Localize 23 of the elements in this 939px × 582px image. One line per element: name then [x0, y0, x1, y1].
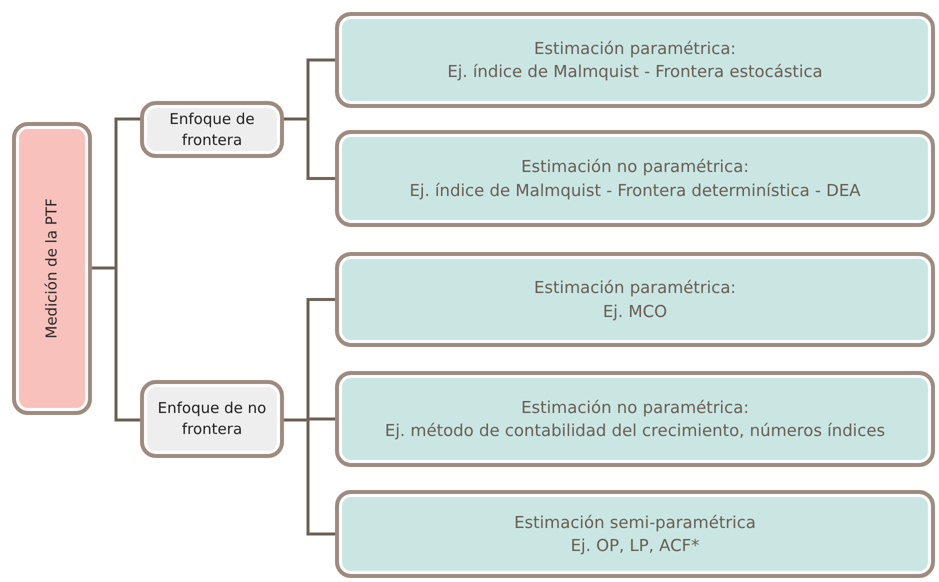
method-box: [335, 130, 935, 227]
method-box: [335, 252, 935, 347]
box-heading: Enfoque de frontera: [168, 108, 256, 150]
box-text: Ej. OP, LP, ACF*: [570, 535, 700, 557]
root-box: [12, 122, 92, 415]
box-heading: Estimación paramétrica:: [534, 277, 736, 300]
box-heading: Estimación no paramétrica:: [521, 396, 749, 419]
box-text: Ej. método de contabilidad del crecimiento, números índices: [384, 420, 886, 442]
method-box: [335, 371, 935, 467]
box-text: Ej. MCO: [602, 300, 668, 322]
box-text: Ej. índice de Malmquist - Frontera determinística - DEA: [409, 180, 861, 202]
method-box: [335, 490, 935, 578]
box-heading: Medición de la PTF: [42, 198, 62, 339]
box-heading: Estimación paramétrica:: [534, 38, 736, 60]
category-box: [140, 380, 284, 458]
method-box: [335, 12, 935, 108]
category-box: [140, 101, 284, 158]
connector-line: [92, 266, 140, 422]
box-heading: Estimación no paramétrica:: [521, 156, 749, 178]
box-heading: Enfoque de no frontera: [156, 398, 268, 440]
connector-line: [284, 118, 335, 180]
box-text: Ej. índice de Malmquist - Frontera estocástica: [447, 61, 823, 83]
box-heading: Estimación semi-paramétrica: [514, 512, 756, 534]
